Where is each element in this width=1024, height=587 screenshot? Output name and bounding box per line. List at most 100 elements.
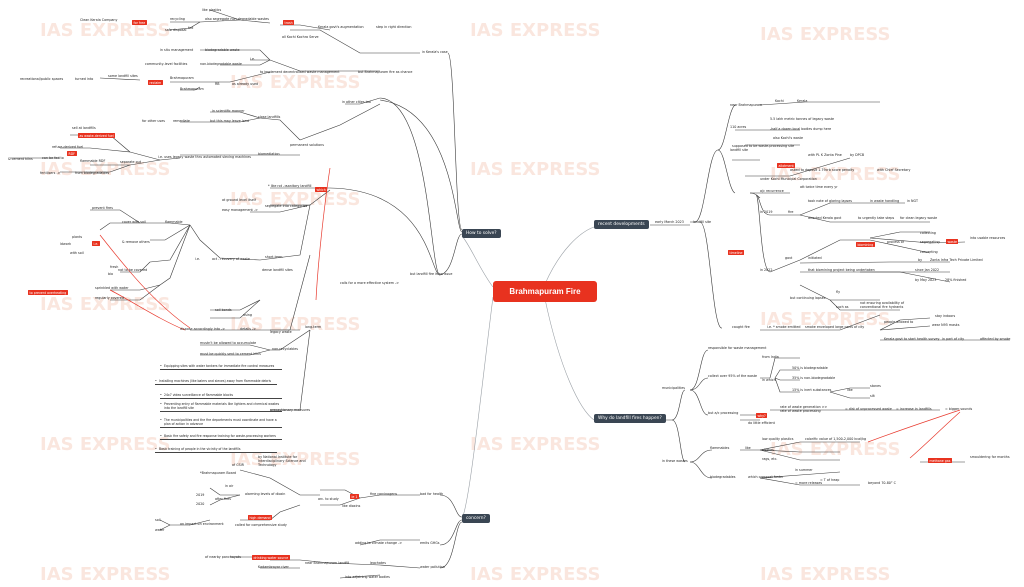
node-already: as already used <box>232 82 259 86</box>
node-biodeg: 50% is biodegradable <box>792 366 828 370</box>
node-cochin: under Kochi Municipal Corporation <box>760 177 817 181</box>
node-flammable-rdf: flammable RDF <box>80 159 106 163</box>
node-decentr: to implement decentralised waste managem… <box>260 70 340 74</box>
node-directed: directed Kerala govt <box>808 216 842 220</box>
node-govt: govt <box>785 256 793 260</box>
node-water-pollution: water pollution <box>420 565 445 569</box>
node-but-landfill: but landfill fire is an issue <box>410 272 453 276</box>
node-affected: affected by smoke <box>980 337 1011 341</box>
node-process: process of <box>887 240 904 244</box>
node-wdf: as waste-derived fuel <box>78 133 116 138</box>
node-people: people allowed to <box>884 320 914 324</box>
node-segregating: segregating <box>920 240 940 244</box>
node-biodeg-waste: biodegradable waste <box>205 48 240 52</box>
bullet-item: Equipping sites with water tankers for i… <box>160 364 282 370</box>
node-into-usable: into usable resources <box>970 236 1006 240</box>
node-urgent: to urgently take steps <box>858 216 895 220</box>
node-precautionary: precautionary measures <box>270 408 311 412</box>
node-why: why? <box>756 413 768 418</box>
node-put-covered: not to be covered <box>118 268 148 272</box>
node-shortterm: short-term <box>265 255 283 259</box>
node-low-quality: low quality plastics <box>762 437 794 441</box>
node-ie-2: i.e. <box>195 257 201 261</box>
node-hendis: Kerala govt's augmentation <box>318 25 364 29</box>
node-ldwork: ldwork <box>60 242 71 246</box>
node-2019-c: 2019 <box>196 493 205 497</box>
bullet-item: Basic training of people in the vicinity… <box>155 447 277 453</box>
node-mulch: soil bonds <box>215 308 232 312</box>
node-rags: rags, etc. <box>762 457 778 461</box>
node-beyond: beyond 70-80° C <box>868 481 896 485</box>
node-rate: rate of waste generation >> rate of wast… <box>780 405 828 413</box>
node-water: water <box>155 528 165 532</box>
node-converting: converting <box>920 250 938 254</box>
node-survey: Kerala govt to start health survey <box>884 337 940 341</box>
node-sprinkled: sprinkled with water <box>95 286 129 290</box>
node-long-term: long-term <box>305 325 322 329</box>
node-rdf-fuel: refuse-derived fuel <box>52 145 84 149</box>
node-ngt: in NGT <box>907 199 918 203</box>
node-fertilisers: fertilisers -> <box>40 171 61 175</box>
node-permanent: permanent solutions <box>290 143 324 147</box>
node-non-recyclables: non-recyclables <box>272 347 298 351</box>
branch-concern[interactable]: concern? <box>462 514 490 523</box>
node-i-e: i.e. <box>250 57 256 61</box>
node-in-part: in part of city <box>942 337 965 341</box>
node-of-nearby: of nearby panchayats <box>205 555 241 559</box>
node-using: using <box>243 313 252 317</box>
node-biomining: biomining <box>856 242 875 247</box>
node-bad-health: bad for health <box>420 492 444 496</box>
node-near-landfill: near Brahmapuram landfill <box>305 561 350 565</box>
node-bigger: = bigger sounds <box>945 407 973 411</box>
node-plastics: like plastics <box>202 8 222 12</box>
node-separate: separate out <box>120 160 142 164</box>
node-these-wastes: in these wastes <box>662 459 688 463</box>
node-landfill-site: landfill site <box>693 220 712 224</box>
node-of-csir: of CSIR <box>232 463 244 467</box>
node-dpcb: by DPCB <box>850 153 865 157</box>
node-brahmapuram-b: Brahmapuram <box>180 87 204 91</box>
node-collecting: collecting <box>920 231 936 235</box>
node-reach: easy management -> <box>222 208 258 212</box>
node-clothes: clothes <box>762 448 774 452</box>
node-into-waterbodies: into adjoining water bodies <box>345 575 390 579</box>
node-fire-2019: fire <box>788 210 794 214</box>
node-scientific: in scientific manner <box>212 109 245 113</box>
node-legacy-waste: legacy waste <box>270 330 292 334</box>
node-but-poor: but a/c processing <box>708 411 739 415</box>
node-like-rot: * like rot -> <box>268 184 287 188</box>
node-from-bio: from biodegradables <box>75 171 110 175</box>
node-like: like <box>847 388 853 392</box>
node-dense-landfill: dense landfill sites <box>262 268 293 272</box>
branch-recent-developments[interactable]: recent developments <box>594 220 649 229</box>
node-dispose: dispose accordingly into -> <box>180 327 226 331</box>
node-att: att twice time every yr <box>800 185 838 189</box>
node-act-recovery: act - recovery of waste <box>212 257 250 261</box>
node-but-plan: but Brahmapuram fire as chance <box>358 70 413 74</box>
node-some-sites: some landfill sites <box>108 74 138 78</box>
node-with-soil: with soil <box>70 251 84 255</box>
node-turned: turned into <box>75 77 94 81</box>
bullet-item: 24x7 video surveillance of flammable blo… <box>160 393 282 399</box>
root-node[interactable]: Brahmapuram Fire <box>493 281 597 302</box>
node-continuing: but continuing lapses <box>790 296 826 300</box>
node-cover: & remove others <box>122 240 150 244</box>
node-calls-for: calls for a more effective system -> <box>340 281 399 285</box>
node-in-which: in which <box>762 378 776 382</box>
node-which-compost: which compost faster <box>748 475 784 479</box>
node-do-little: do little efficient <box>748 421 775 425</box>
node-leachates: leachates <box>370 561 386 565</box>
node-for-free: for free <box>132 20 147 25</box>
node-after-fires: after fires <box>215 497 231 501</box>
bullet-item: The municipalities and the fire departme… <box>160 418 282 428</box>
node-not-ensuring: not ensuring availability of conventiona… <box>860 301 905 309</box>
node-2019: in 2019 <box>760 210 773 214</box>
branch-how-to-solve[interactable]: How to solve? <box>462 229 501 238</box>
branch-why-landfill-fires[interactable]: Why do landfill fires happen? <box>594 414 666 423</box>
node-but-for: but this may leave land <box>210 119 249 123</box>
node-smog: i.e. * smoke emitted <box>767 325 801 329</box>
node-details: details -> <box>240 327 256 331</box>
node-drinking: drinking water source <box>252 555 290 560</box>
node-bio: bio <box>108 272 114 276</box>
node-inert: 15% is inert substances <box>792 388 832 392</box>
